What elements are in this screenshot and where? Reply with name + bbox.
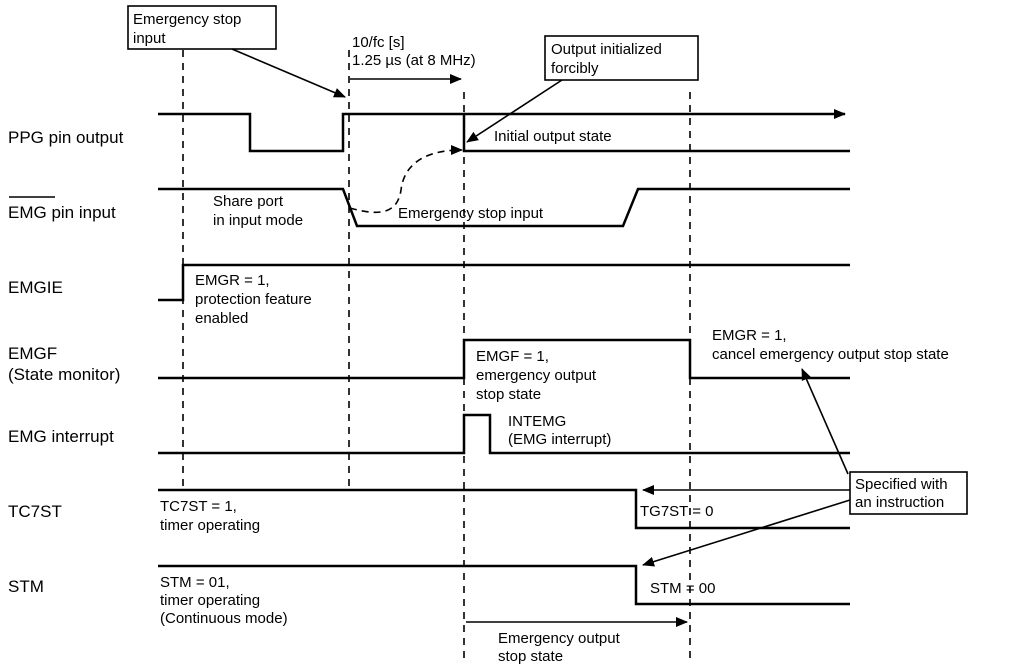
waveform-emg-pin (158, 187, 850, 228)
callout-output-initialized: Output initialized forcibly (544, 35, 699, 81)
signal-label-emg-pin: EMG pin input (8, 196, 116, 222)
note-initial-output-state: Initial output state (494, 128, 612, 145)
note-stm-on-2: timer operating (160, 592, 260, 609)
note-emergency-output-stop-state-1: Emergency output (498, 630, 621, 647)
callout-output-initialized-line2: forcibly (551, 60, 599, 77)
signal-label-ppg: PPG pin output (8, 128, 124, 147)
note-emgr-cancel-1: EMGR = 1, (712, 327, 787, 344)
note-emergency-stop-input: Emergency stop input (398, 205, 544, 222)
signal-label-emg-interrupt: EMG interrupt (8, 427, 114, 446)
signal-label-emgf-sub: (State monitor) (8, 365, 120, 384)
note-emergency-output-stop-state-2: stop state (498, 648, 563, 664)
instruction-arrow-stm (642, 499, 851, 567)
instruction-arrow-emgr (801, 368, 849, 475)
svg-text:EMG pin input: EMG pin input (8, 203, 116, 222)
note-stm-on-1: STM = 01, (160, 574, 230, 591)
note-emgf-set-3: stop state (476, 386, 541, 403)
note-intemg-1: INTEMG (508, 413, 566, 430)
note-emgr-cancel-2: cancel emergency output stop state (712, 346, 949, 363)
waveform-emgie (158, 263, 850, 302)
callout-emergency-stop-input: Emergency stop input (127, 5, 277, 50)
waveform-ppg (158, 112, 850, 153)
note-emgf-set-1: EMGF = 1, (476, 348, 549, 365)
causality-dashed-arrow (349, 145, 463, 214)
note-emgf-set-2: emergency output (476, 367, 597, 384)
waveform-emg-interrupt (158, 413, 850, 455)
note-emgr-enable-3: enabled (195, 310, 248, 327)
timing-line-1: 10/fc [s] (352, 34, 405, 51)
callout-emergency-stop-input-line1: Emergency stop (133, 11, 241, 28)
note-emgr-enable-2: protection feature (195, 291, 312, 308)
note-stm-on-3: (Continuous mode) (160, 610, 288, 627)
signal-label-emgf: EMGF (8, 344, 57, 363)
callout-arrow-output-initialized (466, 79, 563, 143)
callout-arrow-emergency-stop (231, 48, 346, 98)
callout-output-initialized-line1: Output initialized (551, 41, 662, 58)
note-tc7st-on-1: TC7ST = 1, (160, 498, 237, 515)
note-tg7st-off: TG7ST = 0 (640, 503, 714, 520)
note-share-port-2: in input mode (213, 212, 303, 229)
signal-label-stm: STM (8, 577, 44, 596)
timing-line-2: 1.25 µs (at 8 MHz) (352, 52, 476, 69)
callout-specified-instruction-line2: an instruction (855, 494, 944, 511)
note-share-port-1: Share port (213, 193, 284, 210)
callout-emergency-stop-input-line2: input (133, 30, 166, 47)
waveform-stm (158, 564, 850, 606)
signal-label-emgie: EMGIE (8, 278, 63, 297)
callout-specified-instruction-line1: Specified with (855, 476, 948, 493)
note-tc7st-on-2: timer operating (160, 517, 260, 534)
note-emgr-enable-1: EMGR = 1, (195, 272, 270, 289)
waveform-tc7st (158, 488, 850, 530)
note-intemg-2: (EMG interrupt) (508, 431, 611, 448)
callout-specified-instruction: Specified with an instruction (849, 471, 968, 515)
waveform-emgf (158, 338, 850, 380)
note-stm-off: STM = 00 (650, 580, 715, 597)
signal-label-tc7st: TC7ST (8, 502, 62, 521)
